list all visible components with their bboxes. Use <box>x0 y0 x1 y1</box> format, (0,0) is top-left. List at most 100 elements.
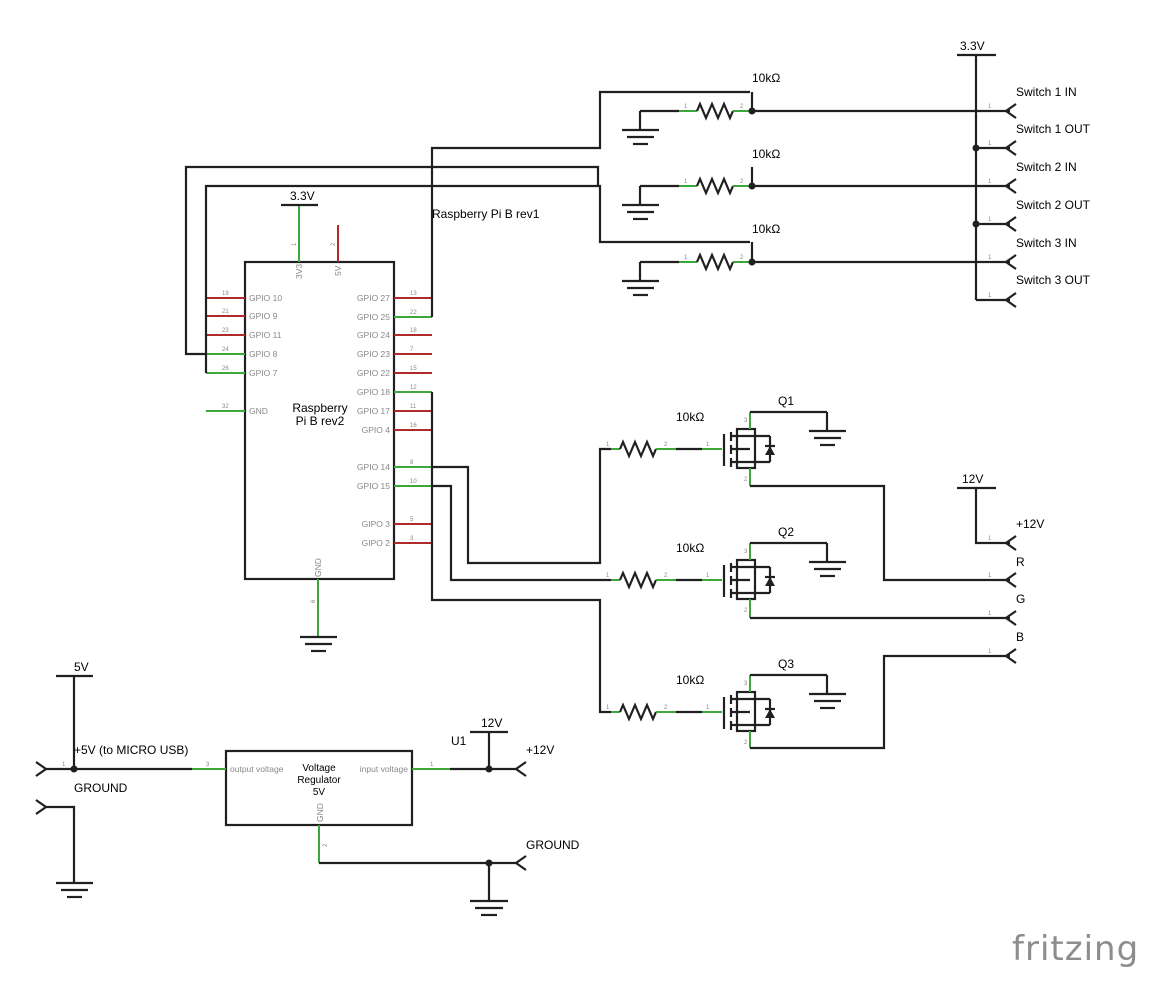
pin-right-number: 5 <box>410 517 414 523</box>
mosfet-q2: 10kΩ 1 2 Q2 3 2 1 <box>606 525 1010 620</box>
connector-icon <box>35 761 48 777</box>
svg-text:2: 2 <box>744 477 748 483</box>
svg-text:3: 3 <box>206 762 210 768</box>
ground-icon <box>300 635 337 653</box>
mosfet-label: Q3 <box>778 657 794 671</box>
svg-text:1: 1 <box>606 442 610 448</box>
mosfet-icon <box>735 558 757 601</box>
svg-text:1: 1 <box>988 255 992 261</box>
connector-icon <box>1004 535 1017 551</box>
mosfet-q1: 10kΩ 1 2 Q1 3 2 1 <box>606 394 1010 582</box>
resistor-value: 10kΩ <box>752 147 780 161</box>
switch-label: Switch 3 OUT <box>1016 273 1091 287</box>
mosfet-icon <box>735 427 757 470</box>
svg-text:1: 1 <box>988 649 992 655</box>
resistor-icon <box>618 702 658 722</box>
supply-plus5-label: +5V (to MICRO USB) <box>74 743 188 757</box>
pin-left-label: GPIO 10 <box>249 293 282 303</box>
svg-text:1: 1 <box>62 762 66 768</box>
rgb-plus-label: +12V <box>1016 517 1044 531</box>
pin-left-number: 24 <box>222 347 229 353</box>
pin-right-label: GPIO 4 <box>362 425 391 435</box>
resistor-value: 10kΩ <box>676 541 704 555</box>
resistor-pin: 1 <box>684 179 688 185</box>
resistor-value: 10kΩ <box>752 222 780 236</box>
pin-right-number: 16 <box>410 423 417 429</box>
pin-right-label: GPIO 22 <box>357 368 390 378</box>
pin-right-number: 7 <box>410 347 414 353</box>
svg-text:2: 2 <box>323 843 329 847</box>
pin-right-number: 11 <box>410 404 417 410</box>
svg-text:3: 3 <box>744 549 748 555</box>
svg-text:1: 1 <box>988 217 992 223</box>
resistor-icon <box>618 570 658 590</box>
pi-3v3-label: 3.3V <box>290 189 315 203</box>
connector-icon <box>514 761 527 777</box>
connector-icon <box>1004 648 1017 664</box>
resistor-icon <box>695 101 735 121</box>
rgb-connector: 12V +12V R G B 1 1 1 1 <box>957 472 1044 664</box>
pin-right-label: GPIO 14 <box>357 462 390 472</box>
svg-text:3: 3 <box>744 681 748 687</box>
ground-icon <box>809 429 846 447</box>
resistor-pin: 1 <box>684 255 688 261</box>
connector-icon <box>1004 103 1017 119</box>
pi-body <box>243 260 396 581</box>
raspberry-pi: Raspberry Pi B rev1 Raspberry Pi B rev2 … <box>206 189 540 653</box>
connector-icon <box>1004 610 1017 626</box>
pin-right-number: 15 <box>410 366 417 372</box>
pin-right-number: 3 <box>410 536 414 542</box>
rgb-g-label: G <box>1016 592 1025 606</box>
switch-label: Switch 1 IN <box>1016 85 1077 99</box>
ground-icon <box>56 881 93 899</box>
ground-icon <box>622 279 659 297</box>
supply-ground2-label: GROUND <box>526 838 580 852</box>
svg-text:2: 2 <box>744 740 748 746</box>
regulator-label-2: Regulator <box>297 775 341 786</box>
connector-icon <box>1004 178 1017 194</box>
regulator-label-1: Voltage <box>302 763 336 774</box>
pin-left-label: GPIO 8 <box>249 349 278 359</box>
svg-text:2: 2 <box>664 573 668 579</box>
svg-text:1: 1 <box>988 573 992 579</box>
wires <box>184 90 750 714</box>
switch-connectors: 3.3V Switch 1 IN Switch 1 OUT Switch 2 I… <box>957 39 1091 308</box>
switch-label: Switch 3 IN <box>1016 236 1077 250</box>
pin-right-label: GIPO 3 <box>362 519 391 529</box>
regulator-label-3: 5V <box>313 787 326 798</box>
svg-text:1: 1 <box>988 179 992 185</box>
voltage-regulator: Voltage Regulator 5V output voltage inpu… <box>35 660 580 917</box>
svg-text:1: 1 <box>988 293 992 299</box>
svg-text:1: 1 <box>988 141 992 147</box>
svg-text:1: 1 <box>988 611 992 617</box>
connector-icon <box>1004 216 1017 232</box>
resistor-value: 10kΩ <box>752 71 780 85</box>
pin-left-number: 26 <box>222 366 229 372</box>
rgb-12v-label: 12V <box>962 472 983 486</box>
resistor-value: 10kΩ <box>676 410 704 424</box>
supply-5v-label: 5V <box>74 660 89 674</box>
connector-icon <box>1004 572 1017 588</box>
pin-left-number: 32 <box>222 404 229 410</box>
pin-right-label: GPIO 25 <box>357 312 390 322</box>
pin-right-label: GPIO 15 <box>357 481 390 491</box>
svg-text:2: 2 <box>744 608 748 614</box>
regulator-output-label: output voltage <box>230 764 284 774</box>
pin-right-label: GIPO 2 <box>362 538 391 548</box>
pin-right-number: 10 <box>410 479 417 485</box>
ground-icon <box>809 560 846 578</box>
pin-left-number: 23 <box>222 328 229 334</box>
resistor-icon <box>695 252 735 272</box>
pin-right-label: GPIO 18 <box>357 387 390 397</box>
svg-text:1: 1 <box>706 705 710 711</box>
mosfet-label: Q2 <box>778 525 794 539</box>
svg-text:3: 3 <box>744 418 748 424</box>
pin-right-label: GPIO 24 <box>357 330 390 340</box>
pin-bottom-number: 6 <box>311 599 317 603</box>
pi-center-label-2: Pi B rev2 <box>296 414 345 428</box>
pin-left-label: GPIO 9 <box>249 311 278 321</box>
connector-icon <box>1004 254 1017 270</box>
switch-label: Switch 2 IN <box>1016 160 1077 174</box>
svg-text:1: 1 <box>988 536 992 542</box>
svg-text:1: 1 <box>430 762 434 768</box>
